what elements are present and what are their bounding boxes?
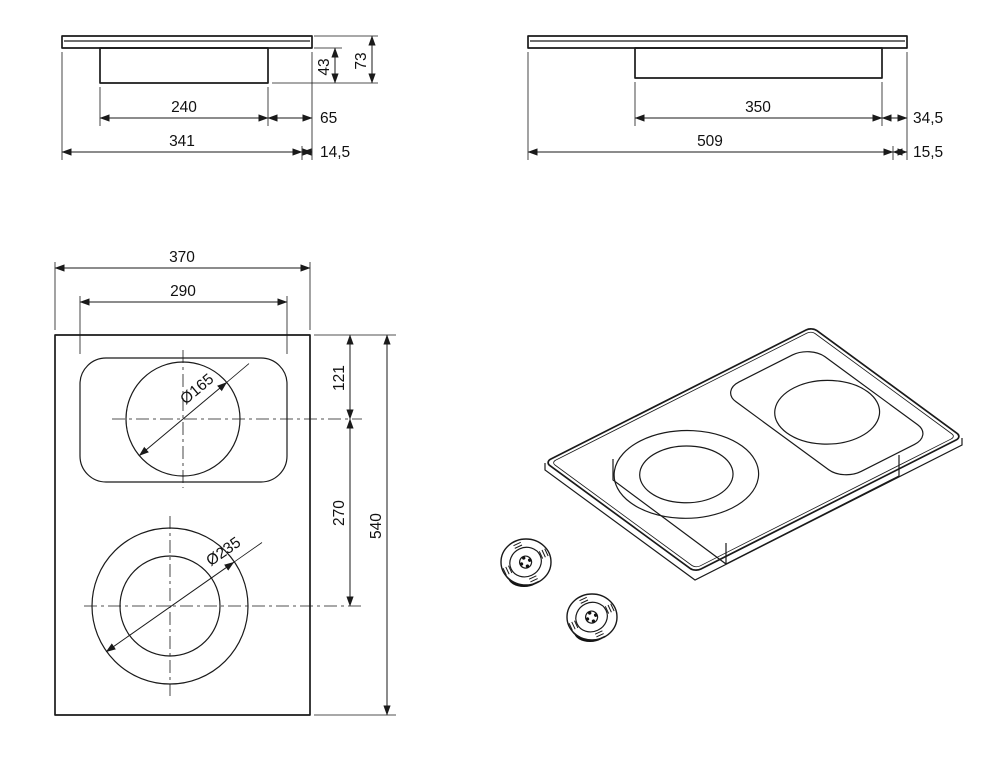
iso-large-burner-inner [621, 434, 752, 514]
dim-leader-large-diameter [233, 542, 263, 563]
dim-label-body-height: 43 [316, 58, 333, 75]
center-lines [84, 350, 362, 696]
dim-label-gap: 34,5 [913, 110, 943, 127]
dim-label-total-height: 540 [368, 513, 385, 539]
dim-label-inner-width: 290 [170, 283, 196, 300]
hob-body-profile [99, 47, 269, 84]
glass-plate-profile [527, 35, 908, 49]
dim-label-top-to-center: 121 [331, 365, 348, 391]
isometric-view [500, 327, 963, 642]
iso-small-burner [753, 367, 901, 457]
dim-label-center-to-center: 270 [331, 500, 348, 526]
iso-hob-outline [545, 327, 962, 572]
iso-large-burner-outer [585, 413, 788, 537]
knob-face [500, 538, 552, 586]
dim-label-total-width: 341 [169, 133, 195, 150]
glass-plate-profile [61, 35, 313, 49]
dim-label-gap: 65 [320, 110, 337, 127]
dim-line-large-diameter [105, 561, 235, 653]
iso-plate-thickness [544, 438, 963, 581]
dim-label-lip: 14,5 [320, 144, 350, 161]
dim-label-body-width: 240 [171, 99, 197, 116]
dim-label-body-width: 350 [745, 99, 771, 116]
knob-face-pattern [502, 539, 549, 586]
control-knob-2 [566, 593, 618, 642]
dim-label-total-height: 73 [353, 52, 370, 69]
hob-outline [54, 334, 311, 716]
control-knob-1 [500, 538, 552, 587]
iso-plate-top [545, 327, 962, 572]
extension-lines [54, 262, 396, 716]
dim-leader-small-diameter [226, 363, 250, 383]
extension-lines [61, 35, 378, 160]
burner-zone-outline [79, 357, 288, 483]
top-view: 370 290 121 270 540 Ø165 Ø235 [54, 249, 396, 716]
iso-burner-zone [721, 346, 932, 480]
side-view-small: 240 65 341 14,5 43 73 [61, 35, 378, 161]
dim-label-lip: 15,5 [913, 144, 943, 161]
iso-glass-bevel [551, 331, 955, 568]
dim-label-large-diameter: Ø235 [203, 534, 244, 570]
knob-face [566, 593, 618, 641]
extension-lines [527, 52, 908, 160]
iso-body-box [612, 455, 900, 565]
knob-face-pattern [568, 594, 615, 641]
dim-label-total-width: 370 [169, 249, 195, 266]
dim-label-total-width: 509 [697, 133, 723, 150]
hob-body-profile [634, 47, 883, 79]
dim-line-small-diameter [138, 382, 228, 456]
side-view-large: 350 34,5 509 15,5 [527, 35, 943, 161]
